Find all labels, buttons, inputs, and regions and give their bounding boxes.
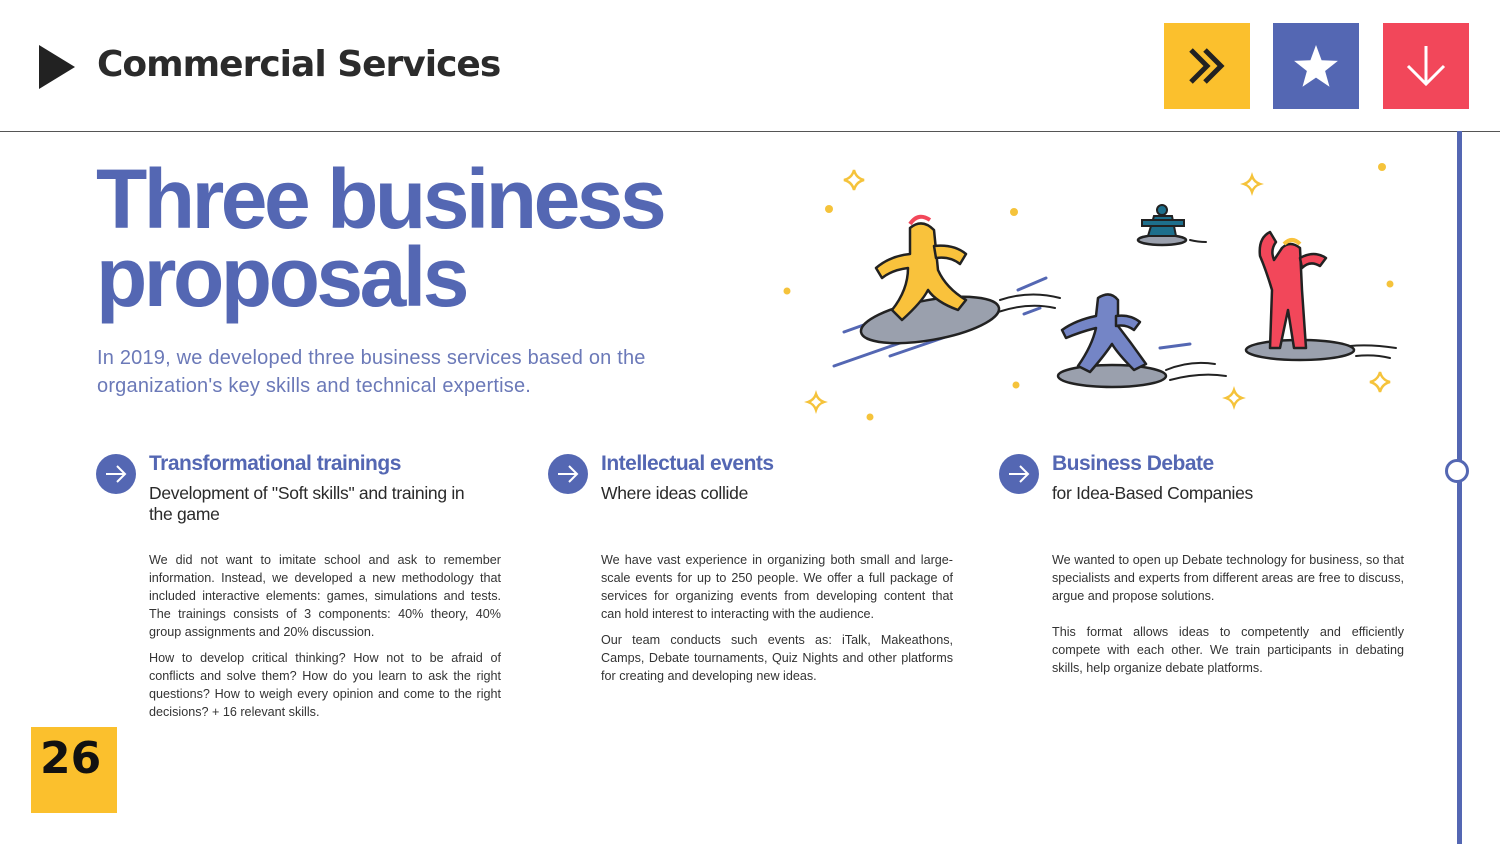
next-button[interactable] xyxy=(1164,23,1250,109)
arrow-right-icon xyxy=(1009,465,1030,483)
proposal-paragraph: We have vast experience in organizing bo… xyxy=(601,553,953,621)
favorite-button[interactable] xyxy=(1273,23,1359,109)
proposal-paragraph: This format allows ideas to competently … xyxy=(1052,625,1404,675)
play-triangle-icon xyxy=(39,45,75,89)
proposal-subtitle: Where ideas collide xyxy=(601,483,749,503)
hero-title-line-2: proposals xyxy=(96,230,469,324)
arrow-right-icon xyxy=(558,465,579,483)
snowboarders-illustration xyxy=(783,163,1397,421)
double-chevron-right-icon xyxy=(1189,48,1225,84)
proposal-title: Intellectual events xyxy=(601,452,774,475)
hero-title: Three business proposals xyxy=(96,152,667,324)
proposal-paragraph: Our team conducts such events as: iTalk,… xyxy=(601,633,953,683)
proposal-subtitle: Development of "Soft skills" and trainin… xyxy=(149,483,465,524)
arrow-down-icon xyxy=(1406,46,1446,87)
star-icon xyxy=(1294,45,1338,87)
proposal-title: Transformational trainings xyxy=(149,452,401,475)
proposal-paragraph: How to develop critical thinking? How no… xyxy=(149,651,501,719)
hero-intro: In 2019, we developed three business ser… xyxy=(97,347,646,397)
proposal-paragraph: We did not want to imitate school and as… xyxy=(149,553,501,639)
proposal-body: We wanted to open up Debate technology f… xyxy=(1052,551,1404,685)
arrow-right-icon xyxy=(106,465,127,483)
arrow-right-circle-button[interactable] xyxy=(96,454,136,494)
arrow-right-circle-button[interactable] xyxy=(999,454,1039,494)
progress-node[interactable] xyxy=(1445,459,1469,483)
hero-title-line-1: Three business xyxy=(96,152,667,246)
progress-rail xyxy=(1457,131,1462,844)
proposal-body: We did not want to imitate school and as… xyxy=(149,551,501,729)
page-number: 26 xyxy=(40,733,102,784)
proposal-body: We have vast experience in organizing bo… xyxy=(601,551,953,693)
header: Commercial Services xyxy=(0,0,1500,132)
page-title: Commercial Services xyxy=(97,44,501,85)
download-button[interactable] xyxy=(1383,23,1469,109)
arrow-right-circle-button[interactable] xyxy=(548,454,588,494)
proposal-title: Business Debate xyxy=(1052,452,1214,475)
proposal-subtitle: for Idea-Based Companies xyxy=(1052,483,1253,503)
page-number-badge: 26 xyxy=(31,727,117,813)
proposal-paragraph: We wanted to open up Debate technology f… xyxy=(1052,553,1404,603)
